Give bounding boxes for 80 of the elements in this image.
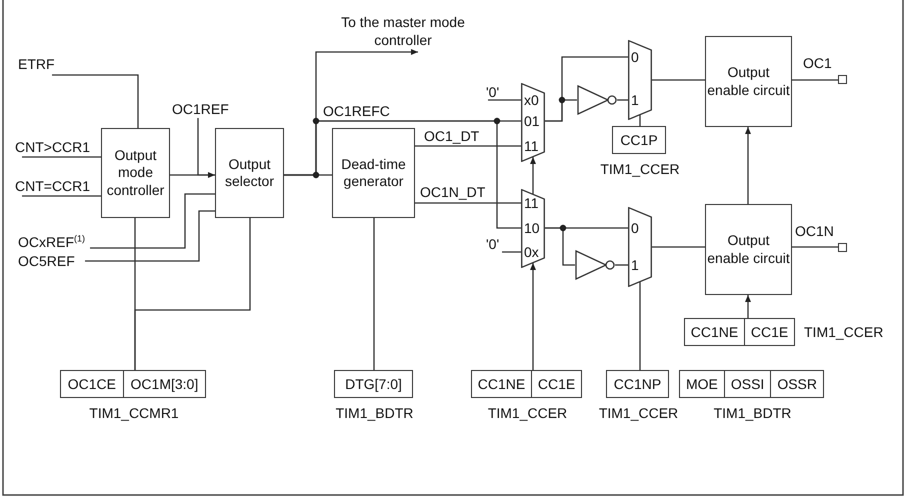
pin-label: OC1N xyxy=(795,223,835,239)
register-field: CC1NE xyxy=(685,319,744,345)
input-label: 11 xyxy=(524,196,539,210)
annotation-text: To the master mode controller xyxy=(338,13,468,52)
signal-line xyxy=(639,282,641,370)
input-label: 0x xyxy=(524,245,539,259)
signal-line xyxy=(545,99,577,122)
signal-line xyxy=(415,202,521,204)
input-label: 1 xyxy=(631,258,639,272)
function-block: Output mode controller xyxy=(101,128,170,218)
edge-label: OC1REFC xyxy=(322,104,391,118)
signal-label: CNT>CCR1 xyxy=(15,139,97,157)
register-field: CC1P xyxy=(613,127,665,153)
edge-label: OC1N_DT xyxy=(419,185,486,199)
signal-line xyxy=(792,79,838,81)
edge-label: OC1_DT xyxy=(423,129,480,143)
function-block: Output selector xyxy=(215,128,284,218)
register-name: TIM1_CCER xyxy=(804,324,884,340)
signal-line xyxy=(22,156,101,158)
signal-label: OC5REF xyxy=(18,253,85,269)
register-name: TIM1_CCER xyxy=(599,161,681,177)
input-label: 01 xyxy=(524,114,540,128)
signal-line xyxy=(792,246,838,248)
signal-label: ETRF xyxy=(18,56,62,75)
signal-line xyxy=(652,79,705,81)
signal-line xyxy=(415,145,521,147)
register-field: OSSR xyxy=(770,371,823,397)
input-label: 0 xyxy=(631,221,639,235)
function-block: Output enable circuit xyxy=(705,204,792,295)
signal-label: '0' xyxy=(486,84,504,100)
input-label: 10 xyxy=(524,221,540,235)
inverter-symbol xyxy=(575,250,615,280)
register-name: TIM1_CCER xyxy=(486,405,568,421)
input-label: 1 xyxy=(631,93,639,107)
signal-label: OCxREF$^{(1)}$ xyxy=(18,234,90,252)
arrow xyxy=(530,157,536,194)
signal-label: CNT=CCR1 xyxy=(15,178,97,196)
register-field: CC1NP xyxy=(607,371,668,397)
input-label: x0 xyxy=(524,93,539,107)
signal-line xyxy=(373,218,375,370)
register-field: DTG[7:0] xyxy=(335,371,412,397)
arrow xyxy=(530,263,536,370)
register-field: MOE xyxy=(680,371,724,397)
signal-line xyxy=(134,218,251,370)
register-name: TIM1_CCMR1 xyxy=(88,405,180,421)
arrow xyxy=(197,118,215,178)
multiplexer xyxy=(628,207,652,287)
register-name: TIM1_BDTR xyxy=(334,405,414,421)
signal-line xyxy=(22,195,101,197)
register-field: OSSI xyxy=(724,371,770,397)
register-name: TIM1_CCER xyxy=(598,405,680,421)
arrow xyxy=(745,295,751,318)
multiplexer xyxy=(521,189,545,268)
signal-line xyxy=(90,193,215,249)
register-field: OC1CE xyxy=(61,371,123,397)
register-field: OC1M[3:0] xyxy=(122,371,205,397)
signal-label: '0' xyxy=(486,236,504,252)
register-field: CC1E xyxy=(744,319,794,345)
arrow xyxy=(745,127,751,204)
signal-line xyxy=(502,251,521,253)
signal-line xyxy=(617,99,628,101)
signal-line xyxy=(488,99,521,101)
input-label: 0 xyxy=(631,50,639,64)
signal-line xyxy=(284,120,521,229)
pin-label: OC1 xyxy=(803,55,833,71)
register-field: CC1NE xyxy=(472,371,532,397)
signal-line xyxy=(652,246,705,248)
multiplexer xyxy=(521,83,545,162)
signal-line xyxy=(639,115,641,126)
multiplexer xyxy=(628,40,652,120)
function-block: Dead-time generator xyxy=(332,128,415,218)
signal-line xyxy=(85,210,215,262)
input-label: 11 xyxy=(524,139,539,153)
signal-line xyxy=(52,74,139,128)
inverter-symbol xyxy=(577,85,617,115)
function-block: Output enable circuit xyxy=(705,36,792,127)
register-field: CC1E xyxy=(531,371,582,397)
signal-label: OC1REF xyxy=(172,101,236,118)
signal-line xyxy=(545,227,575,266)
signal-line xyxy=(615,264,628,266)
